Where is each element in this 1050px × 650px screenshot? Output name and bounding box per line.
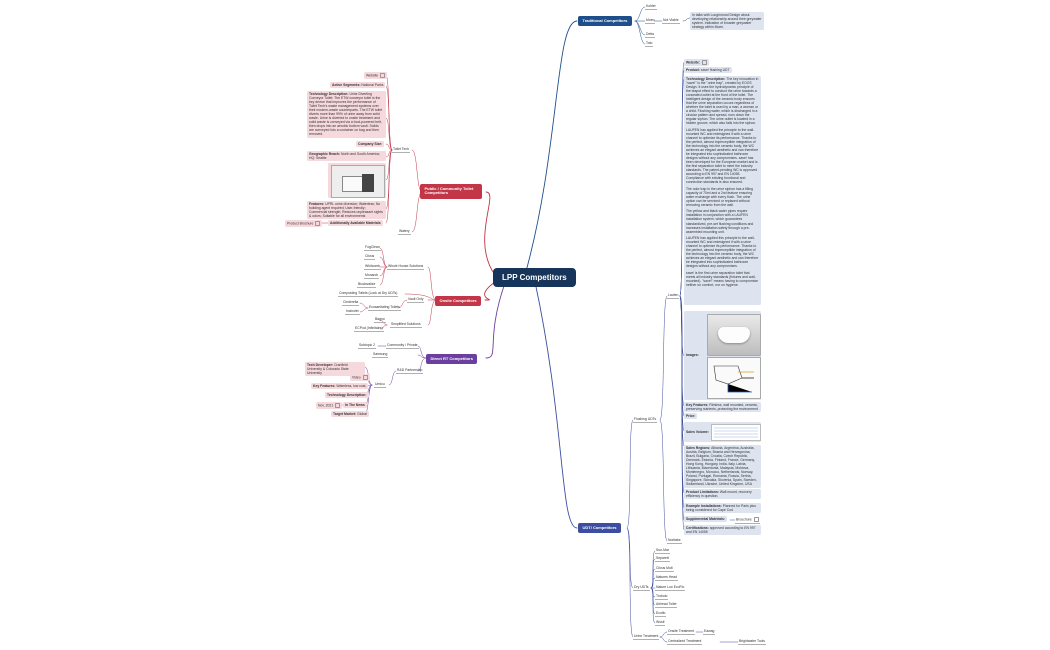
toilet-tech-technology: Technology Description: Urine Diverting …	[307, 91, 386, 138]
dry-item-separett[interactable]: Separett	[655, 556, 670, 562]
node-ecosanitating-toilets[interactable]: Ecosanitating Toilets	[368, 305, 401, 311]
ecosan-item-incinolet[interactable]: Incinolet	[345, 309, 360, 315]
node-delta[interactable]: Delta	[645, 32, 655, 38]
branch-onsite-competitors[interactable]: Onsite Competitors	[435, 296, 482, 306]
link-icon[interactable]	[702, 60, 708, 66]
laufen-website[interactable]: Website:	[684, 59, 710, 67]
table-lines	[714, 427, 758, 438]
sales-volume-table-image[interactable]	[711, 424, 761, 441]
ecosan-item-cinderella[interactable]: Cinderella	[342, 300, 360, 306]
video-link-icon[interactable]	[362, 375, 368, 381]
node-watery[interactable]: Watery	[398, 229, 411, 235]
toilet-tech-additional-materials: Additionally Available Materials	[328, 220, 383, 227]
dry-item-natures-head[interactable]: Natures Head	[655, 575, 678, 581]
node-subtopic-2[interactable]: Subtopic 2	[358, 343, 377, 349]
node-samsung[interactable]: Samsung	[372, 352, 389, 358]
umicu-video[interactable]: Video	[350, 374, 370, 382]
attachment-icon[interactable]	[315, 221, 321, 227]
node-composting-toilets[interactable]: Composting Toilets (Look at Dry UDTs)	[338, 291, 399, 297]
dry-item-sun-mar[interactable]: Sun-Mar	[655, 548, 671, 554]
laufen-technology-description: Technology Description: The key innovati…	[684, 76, 761, 305]
laufen-supplemental-materials: Supplemental Materials:	[684, 516, 728, 523]
node-umicu[interactable]: Umicu	[374, 382, 386, 388]
toilet-tech-website[interactable]: Website	[364, 72, 388, 80]
branch-public-community[interactable]: Public / Community Toilet Competitors	[420, 184, 482, 199]
node-brightwater-tools[interactable]: Brightwater Tools	[738, 639, 766, 645]
node-onsite-treatment[interactable]: Onsite Treatment	[667, 629, 696, 635]
moen-note[interactable]: In talks with Loughmund Design about dev…	[690, 12, 764, 31]
umicu-target-market: Target Market: Global	[331, 411, 369, 418]
root-topic[interactable]: LPP Competitors	[493, 268, 576, 288]
photo-unit-dark	[362, 174, 374, 192]
whole-item-monarch[interactable]: Monarch	[364, 273, 380, 279]
node-toto[interactable]: Toto	[645, 41, 654, 47]
laufen-example-installations: Example Installations: Planned for Paris…	[684, 503, 761, 514]
laufen-sales-regions: Sales Regions: Albania, Argentina, Austr…	[684, 445, 761, 488]
node-flushing-udts[interactable]: Flushing UDTs	[633, 417, 658, 423]
whole-item-fogclean[interactable]: FogClean	[364, 245, 381, 251]
toilet-tech-active-segments: Active Segments: National Parks	[330, 82, 386, 89]
link-icon[interactable]	[335, 403, 341, 409]
news-nov-2021[interactable]: Nov. 2021	[316, 402, 343, 410]
node-simplified-solutions[interactable]: Simplified Solutions	[390, 322, 422, 328]
product-brochure[interactable]: Product Brochure	[285, 220, 323, 228]
node-toilet-tech[interactable]: Toilet Tech	[392, 147, 410, 153]
node-eawag[interactable]: Eawag	[703, 629, 716, 635]
toilet-tech-photo[interactable]	[331, 165, 385, 198]
node-brochure[interactable]: Brouchure	[735, 517, 760, 524]
toilet-tech-features: Features: UPRL urine diversion; Waterles…	[307, 201, 386, 220]
laufen-certifications: Certifications: approved according to EN…	[684, 525, 761, 536]
toilet-photo[interactable]	[707, 314, 761, 356]
laufen-price: Price:	[684, 413, 698, 420]
dry-item-nature-loo[interactable]: Nature Loo EcoFlo	[655, 585, 686, 591]
node-noritake[interactable]: Noritake	[667, 538, 682, 544]
umicu-in-the-news: In The News	[343, 402, 367, 409]
simplified-item-ecpod[interactable]: ECPod (Infinitaire)	[354, 326, 384, 332]
website-label: Website:	[686, 60, 701, 65]
laufen-sales-volume: Sales Volume:	[684, 422, 761, 442]
node-not-viable[interactable]: Not Viable	[662, 18, 680, 24]
node-centralized-treatment[interactable]: Centralized Treatment	[667, 639, 703, 645]
simplified-item-bagno[interactable]: Bagno	[374, 317, 386, 323]
dry-item-wostl[interactable]: Wostl	[655, 620, 666, 626]
laufen-product: Product: save! flushing UDT	[684, 67, 732, 74]
branch-direct-rt-competitors[interactable]: Direct RT Competitors	[426, 354, 478, 364]
dry-item-airhead[interactable]: Airhead Toilet	[655, 602, 678, 608]
node-dry-udts[interactable]: Dry UDTs	[633, 585, 650, 591]
umicu-technology-description: Technology Description:	[325, 392, 369, 399]
dry-item-ecoflo[interactable]: Ecoflo	[655, 611, 667, 617]
node-community-private[interactable]: Community / Private	[386, 343, 419, 349]
node-laufen[interactable]: Laufen	[667, 293, 680, 299]
toilet-tech-image	[328, 163, 386, 198]
node-rd-partnership[interactable]: R&D Partnership	[396, 368, 424, 374]
node-vault-only[interactable]: Vault Only	[407, 297, 425, 303]
branch-udt-competitors[interactable]: UDT/ Competitors	[578, 523, 621, 533]
toilet-bowl-shape	[718, 327, 750, 343]
attachment-icon[interactable]	[753, 517, 759, 522]
whole-item-whitcomb[interactable]: Whitcomb	[364, 264, 382, 270]
node-moen[interactable]: Moen	[645, 18, 656, 24]
toilet-diagram[interactable]	[707, 357, 761, 399]
whole-item-biodovalize[interactable]: Biodovalize	[357, 282, 377, 288]
dry-item-clivus-mult[interactable]: Clivus Mult	[655, 566, 674, 572]
laufen-key-features: Key Features: Rimless, wall mounted, cer…	[684, 402, 761, 413]
node-urine-treatment[interactable]: Urine Treatment	[633, 634, 660, 640]
umicu-tech-developer: Tech Developer: Cranfield University & C…	[305, 362, 365, 377]
whole-item-clivus[interactable]: Clivus	[364, 254, 376, 260]
branch-traditional-competitors[interactable]: Traditional Competitors	[578, 16, 632, 26]
laufen-product-limitations: Product Limitations: Wall mount, recover…	[684, 489, 761, 500]
toilet-tech-company-size: Company Size:	[356, 141, 385, 148]
toilet-tech-geographic-reach: Geographic Reach: North and South Americ…	[307, 151, 386, 162]
link-icon[interactable]	[380, 73, 386, 79]
umicu-key-features: Key Features: Waterless, low cost,	[311, 383, 369, 390]
node-kohler[interactable]: Kohler	[645, 4, 657, 10]
diagram-drawing	[713, 365, 754, 393]
dry-item-trobolo[interactable]: Trobolo	[655, 594, 669, 600]
node-whole-house-solutions[interactable]: Whole House Solutions	[387, 264, 425, 270]
